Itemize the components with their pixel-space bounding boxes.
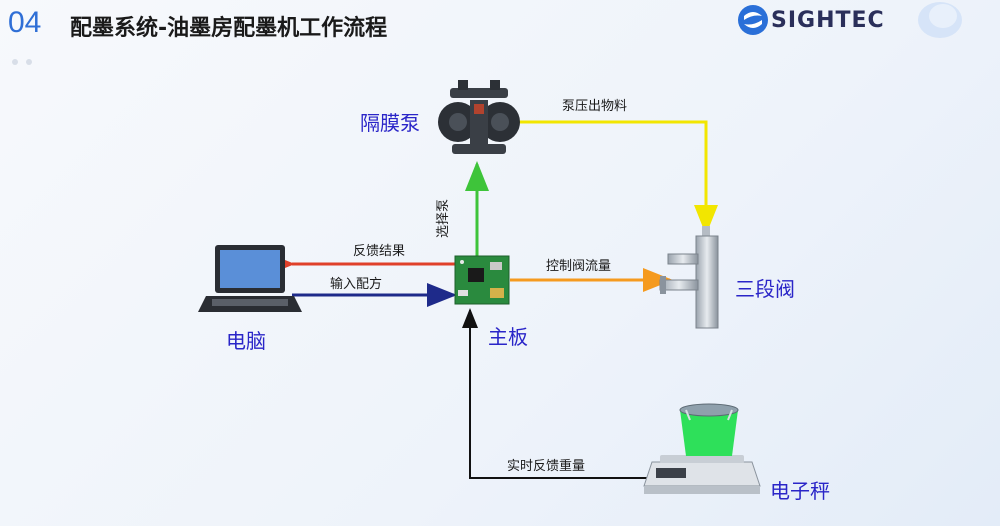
diaphragm-pump-icon xyxy=(438,80,520,154)
select-pump-label: 选择泵 xyxy=(436,199,451,238)
pump-output-label: 泵压出物料 xyxy=(562,99,627,114)
laptop-icon xyxy=(198,245,302,312)
three-stage-valve-icon xyxy=(659,226,719,329)
input-formula-label: 输入配方 xyxy=(330,276,382,292)
mainboard-label: 主板 xyxy=(488,325,528,349)
logo-swoosh-icon xyxy=(918,2,962,38)
computer-label: 电脑 xyxy=(226,329,266,353)
mainboard-icon xyxy=(454,255,510,305)
realtime-weight-label: 实时反馈重量 xyxy=(507,458,585,474)
pump-output-line xyxy=(515,120,718,235)
pump-label: 隔膜泵 xyxy=(360,111,420,135)
valve-label: 三段阀 xyxy=(735,277,795,301)
feedback-result-label: 反馈结果 xyxy=(353,244,405,259)
logo-mark-icon xyxy=(738,5,768,35)
electronic-scale-icon xyxy=(643,403,761,494)
slide-number: 04 xyxy=(8,6,42,39)
scale-label: 电子秤 xyxy=(770,479,830,503)
sightec-logo: SIGHTEC xyxy=(735,2,965,42)
logo-text: SIGHTEC xyxy=(771,8,885,33)
decorative-dots xyxy=(12,50,40,69)
realtime-weight-line xyxy=(462,308,648,479)
control-valve-flow-label: 控制阀流量 xyxy=(546,259,611,274)
page-title: 配墨系统-油墨房配墨机工作流程 xyxy=(70,16,388,41)
